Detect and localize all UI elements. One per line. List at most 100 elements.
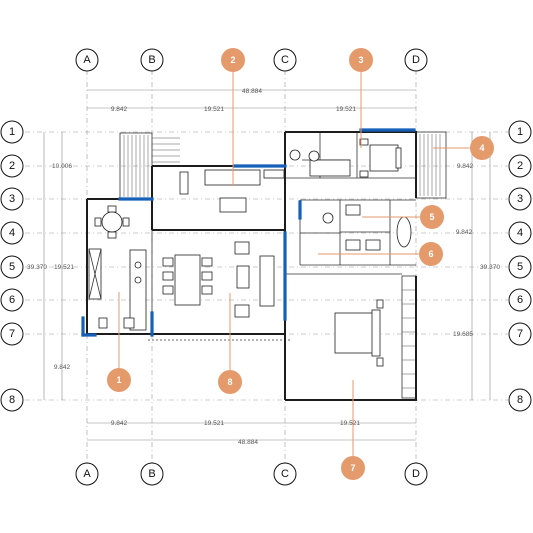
svg-text:7: 7: [517, 328, 523, 340]
grid-row-markers-right: 1 2 3 4 5 6 7 8: [508, 120, 532, 412]
svg-text:A: A: [83, 54, 91, 66]
dim-right-seg-2: 9.842: [456, 229, 473, 236]
dim-left-seg-2: 19.521: [54, 264, 74, 271]
callout-marker-2[interactable]: 2: [221, 48, 245, 72]
dim-top-seg-3: 19.521: [336, 106, 356, 113]
svg-text:3: 3: [9, 193, 15, 205]
dim-bottom-seg-1: 9.842: [111, 420, 128, 427]
dim-top-total: 48.884: [242, 88, 262, 95]
grid-column-D-bottom: D: [404, 462, 428, 486]
svg-text:4: 4: [517, 227, 523, 239]
grid-row-5-left: 5: [0, 255, 24, 279]
dim-bottom-total: 48.884: [238, 439, 258, 446]
grid-column-A-bottom: A: [75, 462, 99, 486]
callout-marker-5[interactable]: 5: [420, 205, 444, 229]
svg-text:B: B: [148, 54, 155, 66]
svg-text:A: A: [83, 468, 91, 480]
grid-row-7-left: 7: [0, 322, 24, 346]
svg-text:D: D: [412, 468, 420, 480]
grid-row-8-left: 8: [0, 388, 24, 412]
grid-row-6-left: 6: [0, 288, 24, 312]
callout-marker-7[interactable]: 7: [341, 456, 365, 480]
svg-text:4: 4: [9, 227, 15, 239]
dim-right-seg-1: 9.842: [457, 163, 474, 170]
svg-text:C: C: [281, 468, 289, 480]
grid-column-markers-top: A B C D: [75, 48, 428, 72]
svg-text:5: 5: [517, 261, 523, 273]
callout-marker-4[interactable]: 4: [470, 136, 494, 160]
dim-bottom-seg-3: 19.521: [340, 420, 360, 427]
svg-text:B: B: [148, 468, 155, 480]
svg-text:2: 2: [517, 160, 523, 172]
svg-text:7: 7: [9, 328, 15, 340]
dimension-labels: 48.884 9.842 19.521 19.521 9.842 19.521 …: [27, 88, 500, 446]
callout-marker-6[interactable]: 6: [419, 242, 443, 266]
grid-row-7-right: 7: [508, 322, 532, 346]
kitchen-counter: [88, 248, 147, 331]
dim-left-total: 39.370: [27, 264, 47, 271]
grid-row-4-right: 4: [508, 221, 532, 245]
stair-right: [401, 275, 417, 399]
grid-row-3-right: 3: [508, 187, 532, 211]
bathroom-fixtures: [289, 149, 412, 251]
grid-column-A-top: A: [75, 48, 99, 72]
second-bed: [334, 299, 384, 367]
grid-row-8-right: 8: [508, 388, 532, 412]
grid-row-2-left: 2: [0, 154, 24, 178]
grid-column-B-bottom: B: [140, 462, 164, 486]
dim-top-seg-1: 9.842: [111, 106, 128, 113]
svg-text:6: 6: [9, 294, 15, 306]
dim-left-seg-1: 10.006: [52, 163, 72, 170]
svg-text:6: 6: [517, 294, 523, 306]
svg-text:8: 8: [517, 394, 523, 406]
dining-table: [94, 205, 130, 239]
grid-row-1-right: 1: [508, 120, 532, 144]
svg-text:5: 5: [9, 261, 15, 273]
grid-column-markers-bottom: A B C D: [75, 462, 428, 486]
svg-text:3: 3: [358, 55, 363, 65]
svg-text:1: 1: [9, 126, 15, 138]
svg-text:2: 2: [230, 55, 235, 65]
grid-row-3-left: 3: [0, 187, 24, 211]
deck-left: [119, 132, 153, 200]
grid-row-2-right: 2: [508, 154, 532, 178]
living-furniture: [162, 241, 275, 318]
svg-text:3: 3: [517, 193, 523, 205]
dim-bottom-seg-2: 19.521: [204, 420, 224, 427]
svg-text:5: 5: [429, 212, 434, 222]
svg-text:4: 4: [479, 143, 484, 153]
grid-column-C-top: C: [273, 48, 297, 72]
corridor-furniture: [179, 159, 351, 213]
leader-lines: [118, 72, 470, 456]
master-bed: [359, 138, 402, 178]
entry-steps: [152, 137, 180, 163]
grid-row-5-right: 5: [508, 255, 532, 279]
callout-marker-8[interactable]: 8: [218, 370, 242, 394]
svg-text:D: D: [412, 54, 420, 66]
svg-text:8: 8: [227, 377, 232, 387]
svg-text:2: 2: [9, 160, 15, 172]
deck-right: [415, 131, 447, 199]
callout-markers: 1 2 3 4 5 6 7 8: [107, 48, 494, 480]
svg-text:1: 1: [116, 375, 121, 385]
callout-marker-1[interactable]: 1: [107, 368, 131, 392]
dim-right-seg-3: 19.685: [453, 331, 473, 338]
svg-text:1: 1: [517, 126, 523, 138]
callout-marker-3[interactable]: 3: [349, 48, 373, 72]
dim-top-seg-2: 19.521: [204, 106, 224, 113]
svg-text:6: 6: [428, 249, 433, 259]
dim-left-seg-3: 9.842: [54, 364, 71, 371]
svg-text:C: C: [281, 54, 289, 66]
svg-text:8: 8: [9, 394, 15, 406]
grid-row-6-right: 6: [508, 288, 532, 312]
grid-column-B-top: B: [140, 48, 164, 72]
dim-right-total: 39.370: [480, 264, 500, 271]
grid-row-4-left: 4: [0, 221, 24, 245]
grid-column-D-top: D: [404, 48, 428, 72]
grid-column-C-bottom: C: [273, 462, 297, 486]
svg-text:7: 7: [350, 463, 355, 473]
highlight-walls: [81, 128, 416, 337]
grid-row-markers-left: 1 2 3 4 5 6 7 8: [0, 120, 24, 412]
grid-row-1-left: 1: [0, 120, 24, 144]
